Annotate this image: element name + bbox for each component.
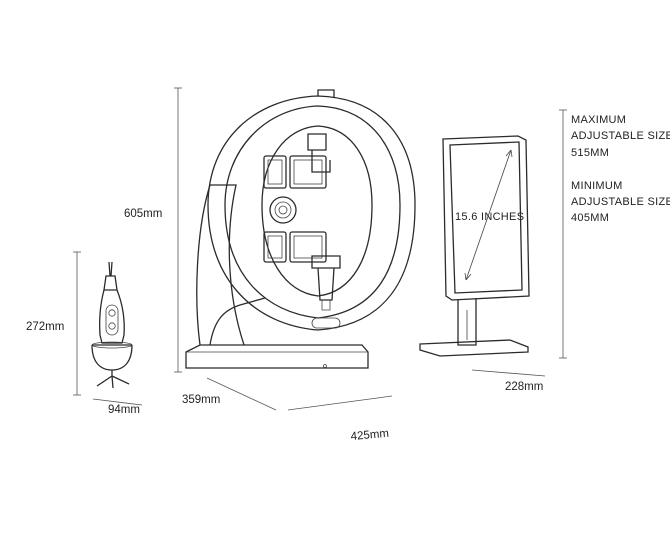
width-main-label: 425mm <box>350 428 389 443</box>
width-probe-label: 94mm <box>108 404 140 416</box>
min-size-label-line1: MINIMUM <box>571 180 623 192</box>
depth-main-label: 359mm <box>182 394 220 406</box>
probe-dimension-lines <box>73 251 143 406</box>
main-device-dimension-lines <box>174 87 393 411</box>
min-size-label-line2: ADJUSTABLE SIZE <box>571 196 670 208</box>
monitor-dimension-lines <box>471 109 567 377</box>
height-probe-label: 272mm <box>26 321 64 333</box>
height-main-label: 605mm <box>124 208 162 220</box>
max-size-label-line2: ADJUSTABLE SIZE <box>571 130 670 142</box>
max-size-value: 515MM <box>571 147 609 159</box>
monitor-illustration <box>419 135 530 357</box>
width-monitor-label: 228mm <box>505 381 543 393</box>
min-size-value: 405MM <box>571 212 609 224</box>
max-size-label-line1: MAXIMUM <box>571 114 626 126</box>
handheld-probe-illustration <box>91 261 133 389</box>
screen-size-label: 15.6 INCHES <box>455 211 524 223</box>
main-device-illustration <box>185 89 416 369</box>
